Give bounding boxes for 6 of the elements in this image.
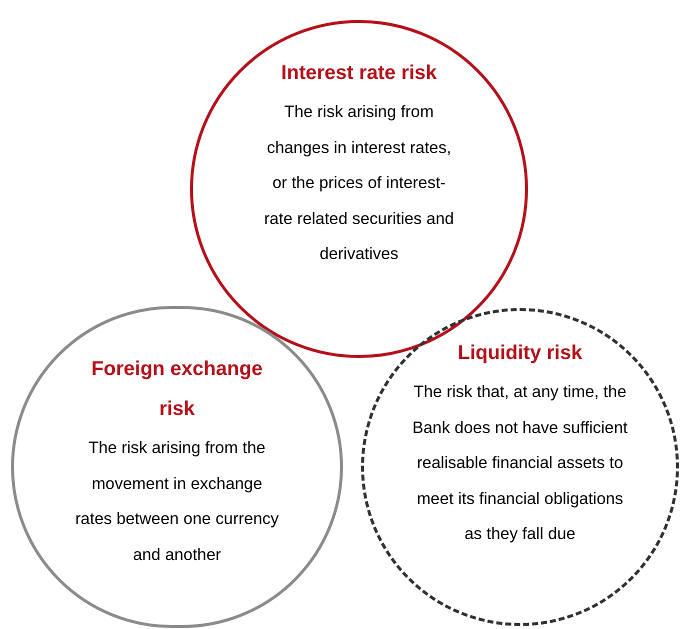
- risk-description: The risk arising from the movement in exchange rates between one currency and another: [74, 438, 280, 566]
- risk-heading: Foreign exchange risk: [90, 357, 264, 422]
- risk-heading: Interest rate risk: [281, 61, 437, 86]
- risk-description: The risk that, at any time, the Bank does not have sufficient realisable financial assets to meet its financial obligations as they fall due: [411, 382, 629, 545]
- risk-description: The risk arising from changes in interest rates, or the prices of interest-rate related securities and derivatives: [263, 102, 455, 265]
- risk-heading: Liquidity risk: [458, 341, 582, 366]
